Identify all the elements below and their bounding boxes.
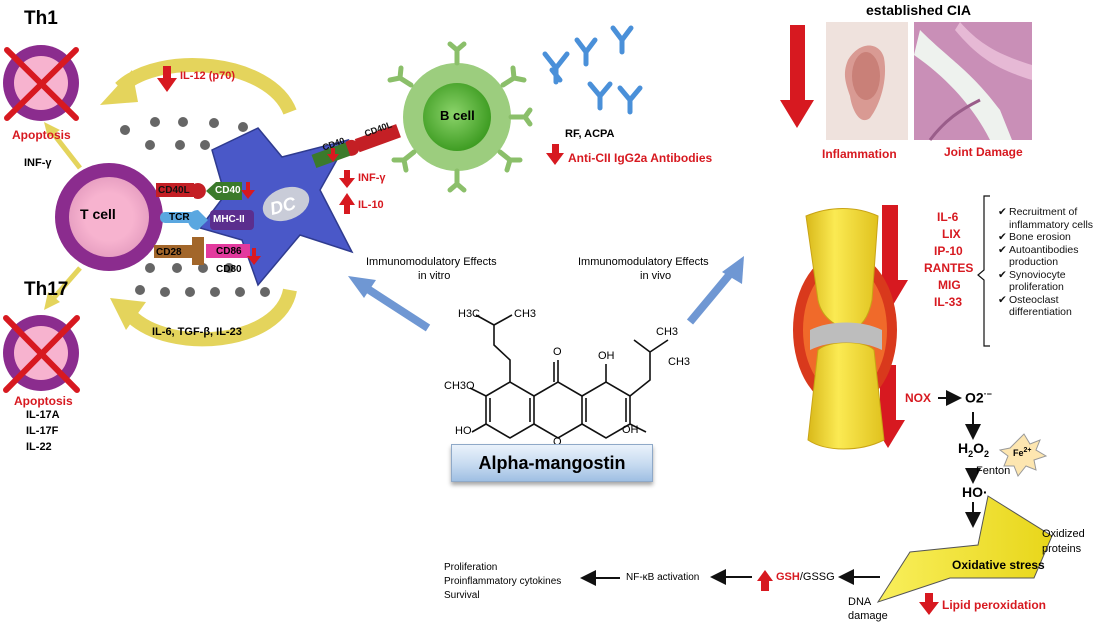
downstream-1: Proliferation <box>444 562 498 573</box>
joint-illustration <box>793 208 897 450</box>
vivo-label-1: Immunomodulatory Effects <box>578 256 709 268</box>
mol-ch3-right-top: CH3 <box>656 326 679 338</box>
mol-oh-top: OH <box>598 350 615 362</box>
dc-inf-label: INF-γ <box>358 172 386 184</box>
b-cell-label: B cell <box>440 108 475 123</box>
th17-cell <box>3 315 80 393</box>
b-cell <box>387 41 533 193</box>
oxidized-label-1: Oxidized <box>1042 528 1085 540</box>
outcome-item: ✔Autoantibodies production <box>998 243 1079 269</box>
outcome-list: ✔Recruitment of inflammatory cells ✔Bone… <box>998 206 1100 319</box>
cd40-label: CD40 <box>215 185 241 196</box>
outcome-item: ✔Osteoclast differentiation <box>998 293 1072 319</box>
reaction-arrows <box>580 390 981 586</box>
il12-label: IL-12 (p70) <box>180 70 236 82</box>
mol-ho: HO <box>455 425 472 437</box>
tcr-label: TCR <box>169 212 190 223</box>
th1-label: Th1 <box>24 8 58 29</box>
marker-mig: MIG <box>938 278 961 292</box>
oxidative-stress-label: Oxidative stress <box>952 558 1045 572</box>
receptor-cd40l-cd40 <box>156 182 242 200</box>
downstream-3: Survival <box>444 590 480 601</box>
alpha-mangostin-structure <box>469 314 669 439</box>
anti-cii-label: Anti-CII IgG2a Antibodies <box>568 151 713 165</box>
mol-ch3-top: CH3 <box>514 308 537 320</box>
gsh-label: GSH/GSSG <box>776 571 835 583</box>
oxidized-label-2: proteins <box>1042 543 1082 555</box>
cytokine-dots-top <box>120 117 248 150</box>
th17-cytokine-3: IL-22 <box>26 441 52 453</box>
cd40l-label: CD40L <box>158 185 190 196</box>
vitro-label-2: in vitro <box>418 270 451 282</box>
cytokine-dots-bottom <box>135 263 270 297</box>
cd28-label: CD28 <box>156 247 182 258</box>
t-cell-label: T cell <box>80 206 116 222</box>
nfkb-label: NF-κB activation <box>626 572 700 583</box>
rf-acpa-label: RF, ACPA <box>565 128 615 140</box>
h2o2-label: H2O2 <box>958 440 990 459</box>
mol-oh-right: OH <box>622 424 639 436</box>
downstream-2: Proinflammatory cytokines <box>444 576 562 587</box>
mol-ch3o: CH3O <box>444 380 475 392</box>
marker-il6: IL-6 <box>937 210 959 224</box>
mol-ch3-right: CH3 <box>668 356 691 368</box>
receptor-tcr-mhc <box>160 210 254 230</box>
vitro-label-1: Immunomodulatory Effects <box>366 256 497 268</box>
fe-star <box>998 433 1048 477</box>
inflammation-label: Inflammation <box>822 147 897 161</box>
arrow-in-vivo <box>686 265 739 325</box>
photo-joint-damage <box>914 22 1032 141</box>
mol-o-ring: O <box>553 436 562 448</box>
nox-label: NOX <box>905 391 932 405</box>
cd80-label: CD80 <box>216 264 242 275</box>
joint-damage-label: Joint Damage <box>944 145 1023 159</box>
th1-apoptosis: Apoptosis <box>12 128 71 142</box>
oxidative-stress-bolt <box>876 495 1053 603</box>
outcome-bracket <box>977 195 990 347</box>
outcome-item: ✔Synoviocyte proliferation <box>998 268 1066 294</box>
outcome-item: ✔Recruitment of inflammatory cells <box>998 206 1094 231</box>
alpha-mangostin-label: Alpha-mangostin <box>451 444 653 482</box>
arrow-tcell-to-th1 <box>50 130 82 170</box>
hydroxyl-label: HO· <box>962 484 988 500</box>
mol-h3c: H3C <box>458 308 481 320</box>
curved-arrow-top <box>115 58 297 116</box>
outcome-item: ✔Bone erosion <box>998 231 1071 243</box>
th1-cell <box>3 45 79 121</box>
superoxide-label: O2·− <box>965 389 992 406</box>
t-cell <box>55 163 163 271</box>
th17-cytokine-2: IL-17F <box>26 425 59 437</box>
lipid-label: Lipid peroxidation <box>942 598 1046 612</box>
mol-o-top: O <box>553 346 562 358</box>
curved-arrow-bottom <box>125 288 297 347</box>
th17-cytokine-1: IL-17A <box>26 409 60 421</box>
marker-rantes: RANTES <box>924 261 974 275</box>
th1-cytokine: INF-γ <box>24 157 52 169</box>
marker-il33: IL-33 <box>934 295 963 309</box>
cd86-label: CD86 <box>216 246 242 257</box>
vivo-label-2: in vivo <box>640 270 672 282</box>
bottom-cytokines-label: IL-6, TGF-β, IL-23 <box>152 326 242 338</box>
fe-label: Fe2+ <box>1013 447 1032 458</box>
marker-ip10: IP-10 <box>934 244 963 258</box>
mhc-label: MHC-II <box>213 214 245 225</box>
arrow-in-vitro <box>357 280 431 332</box>
antibodies <box>542 25 643 115</box>
dc-il10-label: IL-10 <box>358 199 384 211</box>
th17-label: Th17 <box>24 279 69 300</box>
dna-label-2: damage <box>848 610 888 622</box>
receptor-cd28-cd86 <box>154 237 250 265</box>
dna-label-1: DNA <box>848 596 872 608</box>
arrow-tcell-to-th17 <box>50 266 82 302</box>
fenton-label: Fenton <box>976 465 1011 477</box>
marker-lix: LIX <box>942 227 961 241</box>
cia-title: established CIA <box>866 2 972 18</box>
th17-apoptosis: Apoptosis <box>14 394 73 408</box>
photo-inflammation <box>826 22 908 140</box>
